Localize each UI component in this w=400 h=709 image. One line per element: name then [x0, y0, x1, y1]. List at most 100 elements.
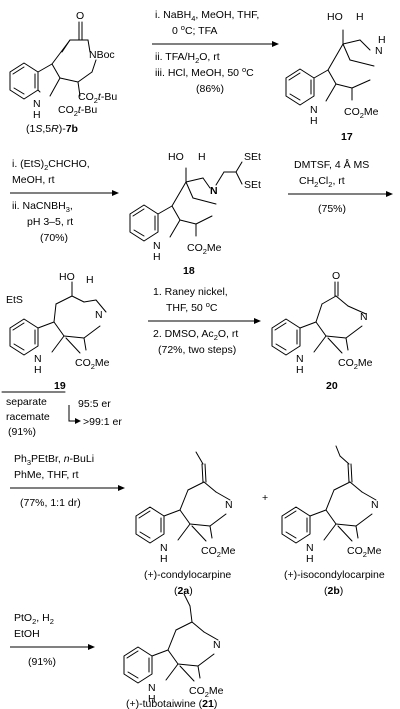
- 2a-label: (2a): [174, 585, 193, 597]
- 7b-indole-n: N: [33, 98, 41, 110]
- step1-reagent-3: ii. TFA/H2O, rt: [155, 51, 220, 65]
- 2b-ester: CO2Me: [347, 545, 382, 559]
- step4-yield: (72%, two steps): [158, 344, 236, 356]
- 7b-indole-h: H: [33, 109, 41, 121]
- 19-er-arrow: [68, 405, 75, 422]
- 19-ester: CO2Me: [75, 357, 110, 371]
- 19-hydroxyl: HO: [59, 271, 75, 283]
- step5-yield: (77%, 1:1 dr): [20, 497, 81, 509]
- 19-amine-n: N: [95, 309, 103, 321]
- compound-20: O N N H CO2Me 20: [271, 270, 373, 392]
- step2-reagent-1: i. (EtS)2CHCHO,: [12, 158, 90, 172]
- 18-indole-n: N: [153, 240, 161, 252]
- step3-reagent-1: DMTSF, 4 Å MS: [294, 158, 369, 171]
- 18-set-1: SEt: [244, 151, 261, 163]
- step3-reagent-2: CH2Cl2, rt: [299, 175, 345, 189]
- 7b-ester2: CO2t-Bu: [58, 104, 97, 118]
- step-4: 1. Raney nickel, THF, 50 oC 2. DMSO, Ac2…: [148, 286, 261, 356]
- step-1: i. NaBH4, MeOH, THF, 0 oC; TFA ii. TFA/H…: [152, 9, 279, 95]
- 2a-indole-h: H: [160, 553, 168, 565]
- step6-yield: (91%): [28, 656, 56, 668]
- compound-17: HO H N H N H CO2Me 17: [285, 11, 386, 143]
- 20-indole-h: H: [296, 364, 304, 376]
- step6-arrowhead: [88, 644, 95, 650]
- 19-indole-h: H: [34, 364, 42, 376]
- step5-arrowhead: [118, 485, 125, 491]
- 17-h: H: [356, 11, 364, 23]
- 21-amine-n: N: [213, 639, 221, 651]
- 2b-indole-h: H: [306, 553, 314, 565]
- 18-hydroxyl: HO: [168, 151, 184, 163]
- plus-sign: +: [262, 492, 268, 504]
- step6-reagent-2: EtOH: [14, 628, 40, 640]
- step4-reagent-1: 1. Raney nickel,: [153, 286, 228, 298]
- step-2: i. (EtS)2CHCHO, MeOH, rt ii. NaCNBH3, pH…: [10, 158, 119, 244]
- 18-ester: CO2Me: [187, 242, 222, 256]
- 20-ester: CO2Me: [338, 357, 373, 371]
- step4-arrowhead: [254, 318, 261, 324]
- step5-reagent-2: PhMe, THF, rt: [14, 469, 79, 481]
- 17-label: 17: [341, 131, 353, 143]
- 19-note-2: racemate: [6, 411, 50, 423]
- 2a-name: (+)-condylocarpine: [144, 569, 231, 581]
- 19-er-arrowhead: [75, 418, 81, 424]
- step4-reagent-2: THF, 50 oC: [166, 300, 218, 314]
- 17-amine-h: H: [378, 34, 386, 46]
- 2a-ester: CO2Me: [201, 545, 236, 559]
- compound-2b: N N H CO2Me (+)-isocondylocarpine (2b): [281, 445, 385, 597]
- step6-reagent-1: PtO2, H2: [14, 612, 54, 626]
- 21-label: (+)-tubotaiwine (21): [126, 698, 217, 709]
- 2b-name: (+)-isocondylocarpine: [284, 569, 385, 581]
- 19-er-2: >99:1 er: [83, 416, 122, 428]
- 7b-nboc-label: NBoc: [89, 49, 115, 61]
- compound-19: HO H EtS N N H CO2Me 19 separate racemat…: [1, 271, 122, 438]
- step4-reagent-3: 2. DMSO, Ac2O, rt: [153, 328, 238, 342]
- 21-indole-h: H: [148, 693, 156, 705]
- compound-7b: O NBoc N H CO2t-Bu CO2t-Bu (1S,5R)-7b: [9, 10, 117, 135]
- 19-note-3: (91%): [8, 426, 36, 438]
- 19-indole-n: N: [34, 353, 42, 365]
- 2b-amine-n: N: [371, 499, 379, 511]
- step1-reagent-4: iii. HCl, MeOH, 50 oC: [155, 65, 254, 79]
- step-6: PtO2, H2 EtOH (91%): [10, 612, 95, 668]
- step1-arrowhead: [272, 41, 279, 47]
- step5-reagent-1: Ph3PEtBr, n-BuLi: [14, 453, 94, 467]
- 19-ets: EtS: [6, 294, 23, 306]
- step2-arrowhead: [112, 190, 119, 196]
- step3-arrowhead: [386, 191, 393, 197]
- 20-label: 20: [326, 380, 338, 392]
- 19-note-1: separate: [6, 396, 47, 408]
- 20-indole-n: N: [296, 353, 304, 365]
- step2-yield: (70%): [40, 232, 68, 244]
- 20-ketone-o: O: [332, 270, 340, 282]
- step2-reagent-3: ii. NaCNBH3,: [12, 200, 73, 214]
- step1-reagent-2: 0 oC; TFA: [172, 23, 217, 37]
- 18-indole-h: H: [153, 251, 161, 263]
- step2-reagent-2: MeOH, rt: [12, 174, 55, 186]
- 20-amine-n: N: [360, 311, 368, 323]
- 18-set-2: SEt: [244, 179, 261, 191]
- step1-yield: (86%): [196, 83, 224, 95]
- 17-ester: CO2Me: [344, 106, 379, 120]
- 7b-ester1: CO2t-Bu: [78, 91, 117, 105]
- 18-h: H: [198, 151, 206, 163]
- 19-er-1: 95:5 er: [78, 398, 111, 410]
- step1-reagent-1: i. NaBH4, MeOH, THF,: [155, 9, 259, 23]
- 17-indole-h: H: [310, 115, 318, 127]
- 19-h: H: [86, 274, 94, 286]
- 18-label: 18: [183, 265, 195, 277]
- 19-label: 19: [54, 380, 66, 392]
- step-5: Ph3PEtBr, n-BuLi PhMe, THF, rt (77%, 1:1…: [10, 453, 125, 509]
- step3-yield: (75%): [318, 203, 346, 215]
- 17-hydroxyl: HO: [327, 11, 343, 23]
- compound-21: N N H CO2Me (+)-tubotaiwine (21): [123, 593, 224, 709]
- 21-ester: CO2Me: [189, 685, 224, 699]
- 21-indole-n: N: [148, 682, 156, 694]
- compound-2a: N N H CO2Me (+)-condylocarpine (2a): [135, 451, 236, 597]
- 2a-amine-n: N: [225, 499, 233, 511]
- 17-indole-n: N: [310, 104, 318, 116]
- 2b-label: (2b): [324, 585, 343, 597]
- compound-18: HO H N SEt SEt N H CO2Me 18: [129, 151, 261, 277]
- 18-amine-n: N: [210, 185, 218, 197]
